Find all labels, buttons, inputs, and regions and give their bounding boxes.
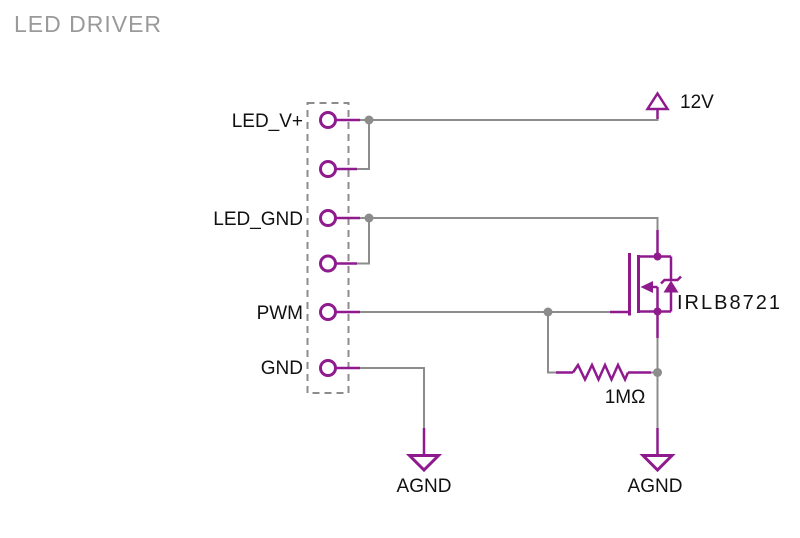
pin-circle: [319, 209, 337, 227]
agnd-triangle-icon: [405, 454, 443, 473]
agnd-label-left: AGND: [397, 476, 452, 497]
junction-dots: [364, 115, 662, 377]
mosfet-drain-dot: [653, 252, 662, 261]
resistor-value-label: 1MΩ: [605, 387, 646, 408]
net-wires: [357, 116, 659, 428]
pin-2: [319, 160, 357, 178]
junction-dot: [653, 368, 662, 377]
schematic-labels: LED_V+ LED_GND PWM GND 12V IRLB8721 1MΩ …: [213, 92, 782, 497]
component-graphics: [319, 91, 682, 473]
pin-5-pwm: [319, 303, 360, 321]
body-diode-cathode-bar: [660, 275, 682, 285]
pin-header-outline: [306, 102, 350, 394]
agnd-triangle-icon: [639, 454, 676, 473]
pin-label-led-gnd: LED_GND: [213, 209, 303, 230]
pin-circle: [319, 254, 337, 273]
wire-12v-net: [360, 116, 659, 121]
pin-circle: [319, 160, 337, 178]
pin-1-led-vplus: [319, 111, 360, 129]
wire-pin4-branch: [357, 218, 370, 265]
pin-label-pwm: PWM: [257, 303, 303, 324]
component-filled-parts: [640, 252, 679, 316]
wire-pwm-to-resistor: [547, 312, 557, 374]
power-flag-12v: [645, 91, 670, 119]
agnd-left-symbol: [405, 428, 443, 473]
wire-pin2-branch: [357, 120, 370, 170]
pin-circle: [319, 303, 337, 321]
pin-3-led-gnd: [319, 209, 360, 227]
power-triangle-icon: [645, 91, 670, 111]
agnd-label-right: AGND: [628, 476, 683, 497]
junction-dot: [364, 115, 374, 125]
junction-dot: [543, 307, 553, 317]
pin-circle: [319, 359, 337, 377]
resistor-zigzag: [571, 361, 630, 383]
agnd-right-symbol: [639, 428, 676, 473]
pin-circle: [319, 111, 337, 129]
pin-label-gnd: GND: [261, 358, 303, 379]
mosfet-part-label: IRLB8721: [677, 292, 782, 314]
mosfet-body-arrow-icon: [640, 281, 653, 293]
pin-label-led-vplus: LED_V+: [232, 111, 303, 132]
pin-header: [319, 111, 360, 377]
pin-6-gnd: [319, 359, 360, 377]
body-diode-triangle-icon: [663, 280, 679, 293]
power-label-12v: 12V: [680, 92, 714, 113]
mosfet-source-dot: [653, 307, 662, 316]
wire-led-gnd-net: [360, 217, 659, 231]
junction-dot: [364, 213, 374, 223]
page-title: LED DRIVER: [14, 11, 162, 37]
pin-4: [319, 254, 357, 273]
resistor-symbol: [556, 361, 651, 383]
wire-gnd-net: [360, 367, 425, 428]
